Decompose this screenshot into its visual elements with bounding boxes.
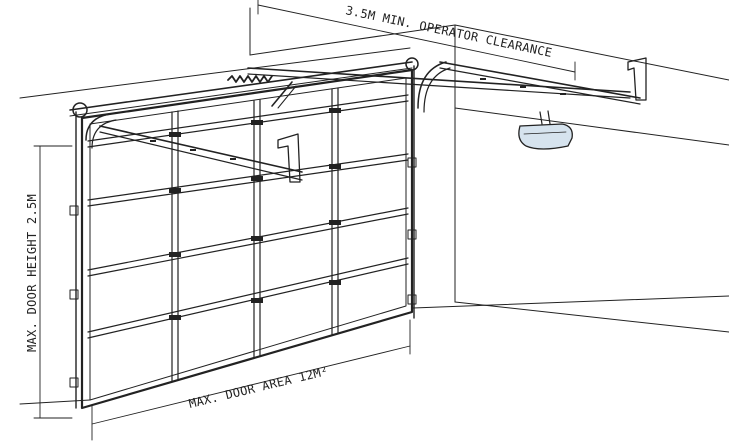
- operator-head: [518, 110, 573, 150]
- door-height-label: MAX. DOOR HEIGHT 2.5M: [25, 194, 39, 352]
- operator-clearance-label: 3.5M MIN. OPERATOR CLEARANCE: [344, 3, 553, 60]
- door-panel: [69, 65, 417, 410]
- door-height-dimension: MAX. DOOR HEIGHT 2.5M: [25, 145, 73, 419]
- track-brackets: [69, 157, 417, 388]
- door-stiles: [171, 87, 339, 383]
- door-rails: [87, 94, 409, 339]
- hinge-brackets: [169, 108, 341, 320]
- door-area-dimension: MAX. DOOR AREA 12M²: [91, 319, 411, 441]
- torsion-assembly: [69, 57, 451, 149]
- horizontal-tracks: [99, 57, 647, 183]
